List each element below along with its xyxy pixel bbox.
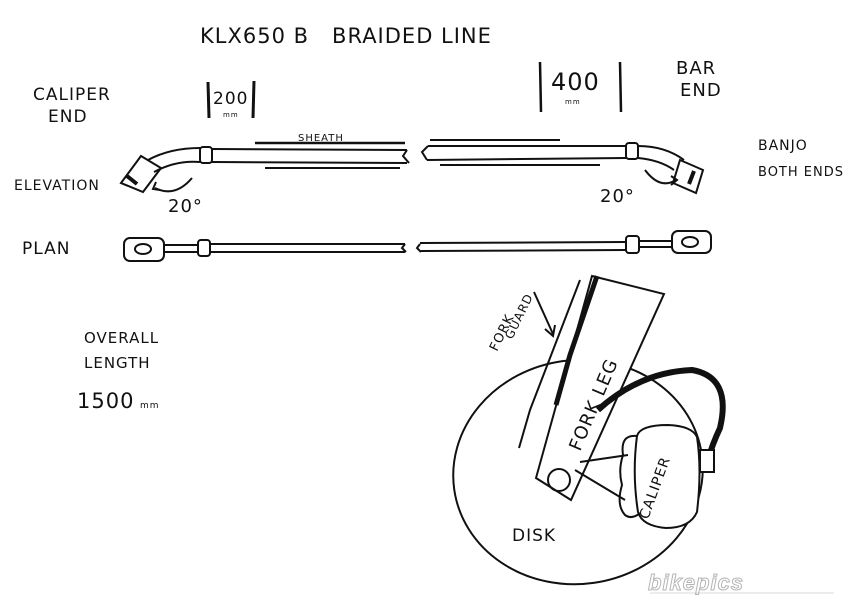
caliper-lobes xyxy=(618,434,641,519)
angle-arrow-right xyxy=(644,169,677,185)
overall-label-line2: LENGTH xyxy=(84,354,151,372)
left-ferrule-elevation xyxy=(199,146,213,164)
right-banjo-hole xyxy=(681,236,699,248)
dimension-200mm: 200 mm xyxy=(206,80,256,119)
angle-label-right: 20° xyxy=(600,186,635,207)
fork-disk-sketch xyxy=(452,274,726,586)
disk-label: DISK xyxy=(512,526,556,546)
overall-length-unit: mm xyxy=(140,401,160,411)
axle-circle xyxy=(547,468,571,492)
watermark-text: bikepics xyxy=(648,570,744,595)
sheath-label: SHEATH xyxy=(298,133,344,144)
left-banjo-hole xyxy=(134,243,152,255)
banjo-label-line2: BOTH ENDS xyxy=(758,165,844,180)
overall-label-line1: OVERALL xyxy=(84,329,159,347)
left-banjo-plan xyxy=(123,237,165,262)
plan-view xyxy=(123,230,712,262)
right-ferrule-elevation xyxy=(625,142,639,160)
bar-end-label-line2: END xyxy=(680,80,722,101)
diagram-title: KLX650 B BRAIDED LINE xyxy=(200,24,492,48)
elevation-label: ELEVATION xyxy=(14,178,100,194)
plan-label: PLAN xyxy=(22,239,70,259)
bikepics-watermark: bikepics xyxy=(648,570,834,596)
dimension-200-unit: mm xyxy=(223,111,239,119)
banjo-label-line1: BANJO xyxy=(758,138,808,154)
right-banjo-plan xyxy=(671,230,712,254)
fork-leg-outline xyxy=(534,274,666,502)
dimension-400-value: 400 xyxy=(551,68,600,96)
angle-arrow-left xyxy=(154,177,193,193)
brake-hose-loop xyxy=(595,366,726,461)
dimension-200-value: 200 xyxy=(213,89,248,109)
angle-indicators xyxy=(151,169,679,193)
caliper-outline xyxy=(633,423,701,530)
dimension-400-unit: mm xyxy=(565,98,581,106)
caliper-end-label-line2: END xyxy=(48,107,88,127)
fork-guard xyxy=(553,275,600,406)
dimension-400mm: 400 mm xyxy=(538,61,623,113)
elevation-view xyxy=(119,139,705,195)
caliper-end-label-line1: CALIPER xyxy=(33,85,111,105)
right-banjo-elevation xyxy=(671,158,705,195)
caliper-banjo xyxy=(699,449,715,473)
bar-end-label-line1: BAR xyxy=(676,58,716,79)
angle-label-left: 20° xyxy=(168,196,203,217)
overall-length-value: 1500 xyxy=(77,389,134,413)
